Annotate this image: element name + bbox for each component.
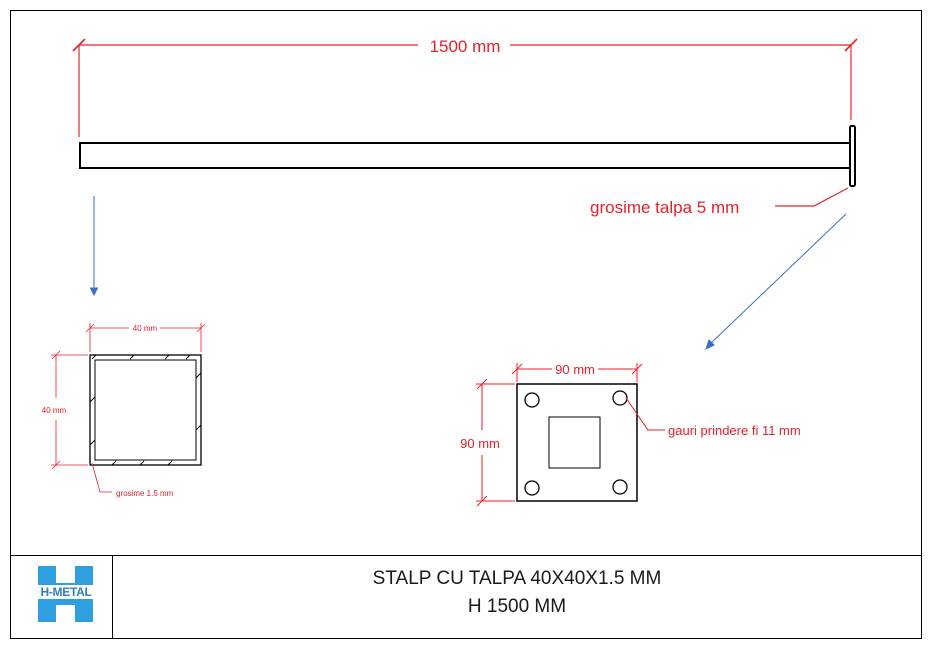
holes-leader: [625, 397, 665, 431]
base-plate-side: [849, 125, 856, 187]
holes-label: gauri prindere fi 11 mm: [668, 423, 801, 438]
drawing-frame: [10, 10, 922, 639]
length-dimension: [72, 38, 858, 137]
plate-thickness-label: grosime talpa 5 mm: [590, 198, 739, 217]
section-leader-arrows: [89, 196, 847, 350]
tube-inner-wall: [94, 359, 197, 461]
plate-height-label: 90 mm: [460, 436, 500, 451]
post-side-view: [79, 125, 856, 187]
tube-footprint: [548, 416, 601, 469]
mounting-hole: [524, 392, 540, 408]
tube-width-label: 40 mm: [133, 324, 158, 333]
plate-width-dimension: [511, 363, 643, 382]
post-tube: [79, 142, 851, 169]
tube-height-dimension: [51, 350, 88, 470]
length-label: 1500 mm: [430, 37, 501, 56]
wall-thickness-leader: [91, 462, 112, 493]
mounting-hole: [612, 479, 628, 495]
plate-height-dimension: [476, 378, 515, 507]
tube-width-dimension: [85, 323, 206, 352]
mounting-hole: [612, 390, 628, 406]
plate-width-label: 90 mm: [555, 362, 595, 377]
logo-wordmark: H-METAL: [30, 585, 102, 599]
tube-cross-section: [89, 354, 202, 466]
tube-height-label: 40 mm: [42, 406, 67, 415]
base-plate-top-view: [516, 383, 638, 502]
plate-thickness-leader: [775, 187, 849, 207]
mounting-hole: [524, 480, 540, 496]
wall-hatching: [89, 354, 202, 466]
title-line-1: STALP CU TALPA 40X40X1.5 MM: [372, 568, 662, 589]
title-line-2: H 1500 MM: [467, 596, 567, 617]
wall-thickness-label: grosime 1.5 mm: [116, 489, 174, 498]
